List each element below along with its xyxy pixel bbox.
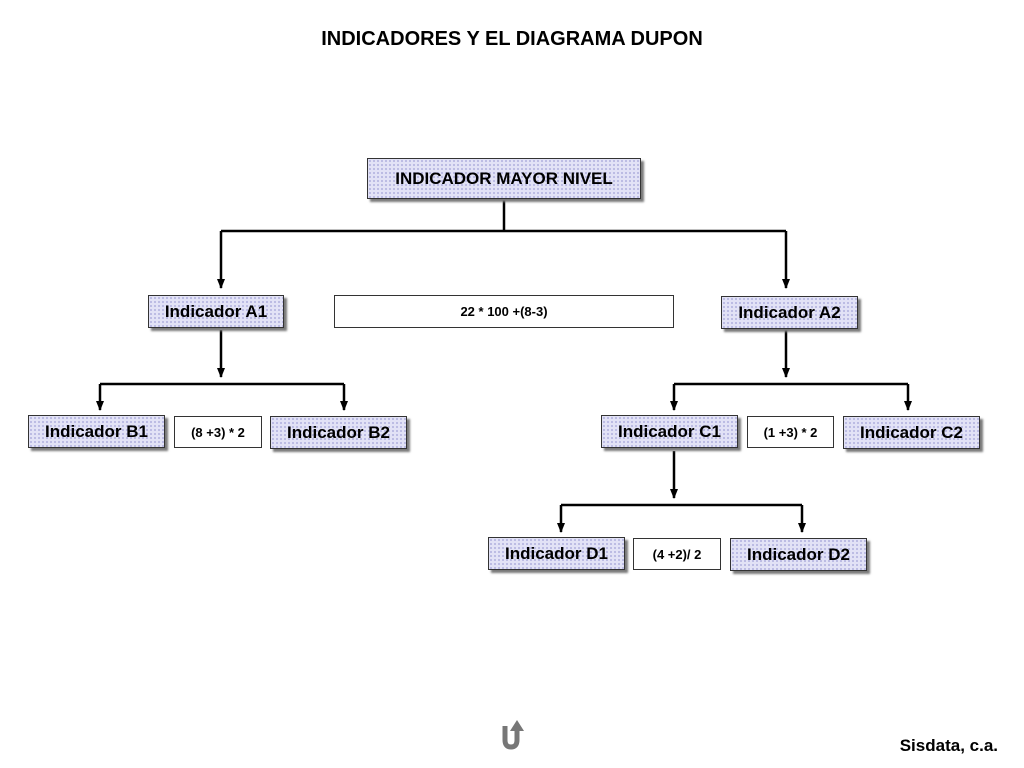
node-top-indicator: INDICADOR MAYOR NIVEL [367, 158, 641, 199]
node-indicador-c1: Indicador C1 [601, 415, 738, 448]
return-arrow-icon[interactable] [496, 716, 526, 752]
formula-top: 22 * 100 +(8-3) [334, 295, 674, 328]
node-indicador-d1: Indicador D1 [488, 537, 625, 570]
formula-d: (4 +2)/ 2 [633, 538, 721, 570]
formula-b: (8 +3) * 2 [174, 416, 262, 448]
node-indicador-d2: Indicador D2 [730, 538, 867, 571]
node-indicador-b1: Indicador B1 [28, 415, 165, 448]
node-indicador-b2: Indicador B2 [270, 416, 407, 449]
node-indicador-a2: Indicador A2 [721, 296, 858, 329]
page-title: INDICADORES Y EL DIAGRAMA DUPON [321, 28, 703, 50]
formula-c: (1 +3) * 2 [747, 416, 834, 448]
node-indicador-a1: Indicador A1 [148, 295, 284, 328]
footer-company: Sisdata, c.a. [899, 736, 998, 755]
node-indicador-c2: Indicador C2 [843, 416, 980, 449]
